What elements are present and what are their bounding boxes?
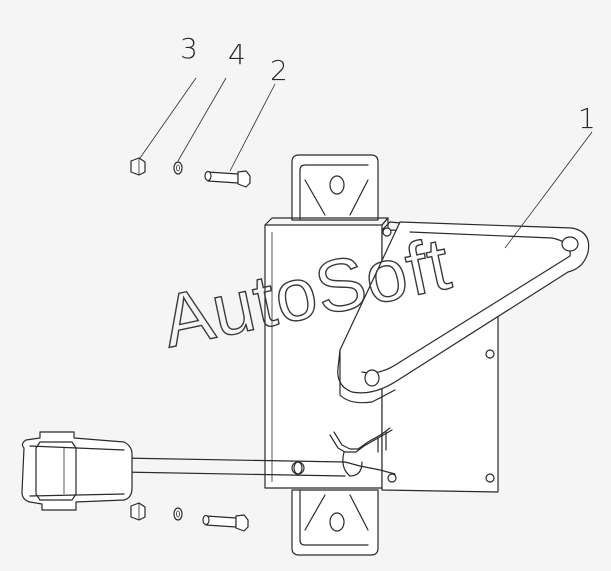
lever-arm [337,221,590,404]
callout-2: 2 [270,54,288,87]
bottom-fasteners [130,502,249,532]
leader-lines [139,77,593,249]
cable-connector [21,431,396,511]
callout-1: 1 [578,102,596,135]
top-fasteners [130,157,251,188]
callout-3: 3 [180,32,198,65]
wire-clip [329,427,393,477]
callout-4: 4 [228,38,246,71]
